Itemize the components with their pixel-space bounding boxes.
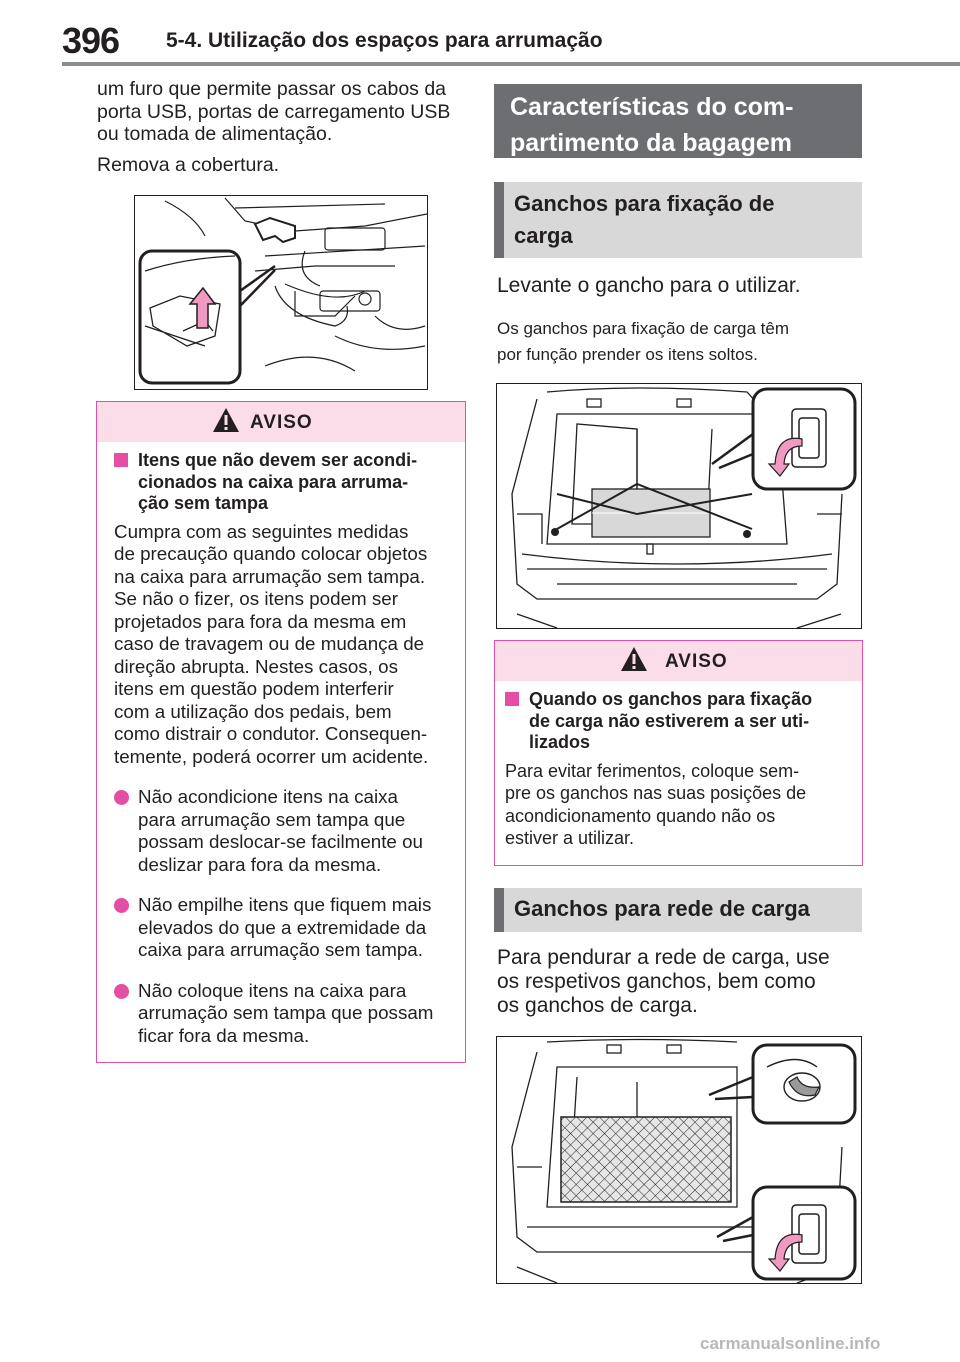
text-line: itens em questão podem interferir <box>114 678 394 699</box>
cargo-net-drawing <box>511 1038 857 1283</box>
warning-subtitle: Quando os ganchos para fixação de carga … <box>505 689 848 754</box>
warning-subtitle-line: Itens que não devem ser acondi- <box>138 450 418 470</box>
text-line: deslizar para fora da mesma. <box>138 853 382 875</box>
text-line: Para evitar ferimentos, coloque sem- <box>505 760 800 781</box>
intro-paragraph: um furo que permite passar os cabos da p… <box>97 78 451 145</box>
warning-subtitle-line: de carga não estiverem a ser uti- <box>529 710 810 731</box>
cargo-hooks-illustration <box>496 383 862 629</box>
warning-paragraph: Para evitar ferimentos, coloque sem- pre… <box>505 760 848 850</box>
subsection-heading-net-hooks: Ganchos para rede de carga <box>494 888 862 932</box>
console-cover-drawing <box>138 197 427 385</box>
text-line: Para pendurar a rede de carga, use <box>497 946 830 969</box>
text-line: possam deslocar-se facilmente ou <box>138 831 423 852</box>
square-bullet-icon <box>505 692 519 706</box>
warning-paragraph: Cumpra com as seguintes medidas de preca… <box>114 521 451 769</box>
section-heading-line: partimento da bagagem <box>510 129 792 157</box>
text-line: na caixa para arrumação sem tampa. <box>114 565 426 587</box>
warning-triangle-icon <box>213 408 239 432</box>
console-cover-illustration <box>134 195 428 390</box>
text-line: caixa para arrumação sem tampa. <box>138 939 423 960</box>
section-heading-line: Características do com- <box>510 93 794 121</box>
text-line: pre os ganchos nas suas posições de <box>505 783 807 803</box>
subsection-heading-cargo-hooks: Ganchos para fixação de carga <box>494 182 862 258</box>
net-hooks-instruction: Para pendurar a rede de carga, use os re… <box>497 946 863 1018</box>
luggage-compartment-drawing <box>511 387 857 628</box>
subsection-heading-line: carga <box>514 223 573 248</box>
warning-subtitle: Itens que não devem ser acondi- cionados… <box>114 450 451 515</box>
cargo-net-illustration <box>496 1036 862 1284</box>
watermark: carmanualsonline.info <box>700 1334 881 1353</box>
text-line: para arrumação sem tampa que <box>138 808 406 830</box>
text-line: Se não o fizer, os itens podem ser <box>114 588 398 609</box>
warning-header: AVISO <box>97 402 465 442</box>
text-line: Os ganchos para fixação de carga têm <box>497 319 789 338</box>
round-bullet-icon <box>114 790 129 805</box>
warning-label: AVISO <box>665 651 728 672</box>
text-line: elevados do que a extremidade da <box>138 916 427 938</box>
warning-bullet: Não acondicione itens na caixa para arru… <box>114 786 451 876</box>
text-line: caso de travagem ou de mudança de <box>114 633 425 654</box>
warning-bullet: Não empilhe itens que fiquem mais elevad… <box>114 894 451 962</box>
warning-subtitle-line: ção sem tampa <box>138 493 269 513</box>
text-line: Não coloque itens na caixa para <box>138 979 407 1001</box>
chapter-title: 5-4. Utilização dos espaços para arrumaç… <box>166 29 603 52</box>
text-line: os ganchos de carga. <box>497 994 698 1017</box>
warning-label: AVISO <box>250 412 313 433</box>
header-rule <box>62 62 960 66</box>
text-line: de precaução quando colocar objetos <box>114 543 428 564</box>
subsection-heading-line: Ganchos para fixação de <box>514 191 775 216</box>
warning-subtitle-line: Quando os ganchos para fixação <box>529 689 813 709</box>
text-line: ficar fora da mesma. <box>138 1024 310 1046</box>
warning-box-cargo-hooks: AVISO Quando os ganchos para fixação de … <box>494 640 863 866</box>
text-line: por função prender os itens soltos. <box>497 345 758 364</box>
text-line: com a utilização dos pedais, bem <box>114 700 392 722</box>
round-bullet-icon <box>114 898 129 913</box>
text-line: projetados para fora da mesma em <box>114 610 407 632</box>
text-line: direção abrupta. Nestes casos, os <box>114 655 398 677</box>
warning-subtitle-line: lizados <box>529 732 591 752</box>
warning-box-storage: AVISO Itens que não devem ser acondi- ci… <box>96 401 466 1063</box>
text-line: como distrair o condutor. Consequen- <box>114 723 428 744</box>
text-line: Não acondicione itens na caixa <box>138 786 398 807</box>
text-line: arrumação sem tampa que possam <box>138 1002 434 1023</box>
intro-text: um furo que permite passar os cabos da p… <box>97 78 467 176</box>
text-line: estiver a utilizar. <box>505 828 635 848</box>
cargo-hooks-instruction: Levante o gancho para o utilizar. <box>497 274 801 297</box>
section-heading: Características do com- partimento da ba… <box>494 84 862 158</box>
text-line: Não empilhe itens que fiquem mais <box>138 894 432 915</box>
warning-header: AVISO <box>495 641 862 681</box>
warning-subtitle-line: cionados na caixa para arruma- <box>138 471 409 492</box>
warning-triangle-icon <box>621 647 647 671</box>
text-line: Cumpra com as seguintes medidas <box>114 520 409 542</box>
text-line: os respetivos ganchos, bem como <box>497 970 816 993</box>
text-line: acondicionamento quando não os <box>505 805 776 826</box>
text-line: temente, poderá ocorrer um acidente. <box>114 745 429 767</box>
warning-bullet: Não coloque itens na caixa para arrumaçã… <box>114 980 451 1048</box>
intro-instruction: Remova a cobertura. <box>97 153 280 176</box>
cargo-hooks-description: Os ganchos para fixação de carga têm por… <box>497 316 863 368</box>
page-number: 396 <box>62 20 120 61</box>
square-bullet-icon <box>114 453 128 467</box>
round-bullet-icon <box>114 983 129 999</box>
